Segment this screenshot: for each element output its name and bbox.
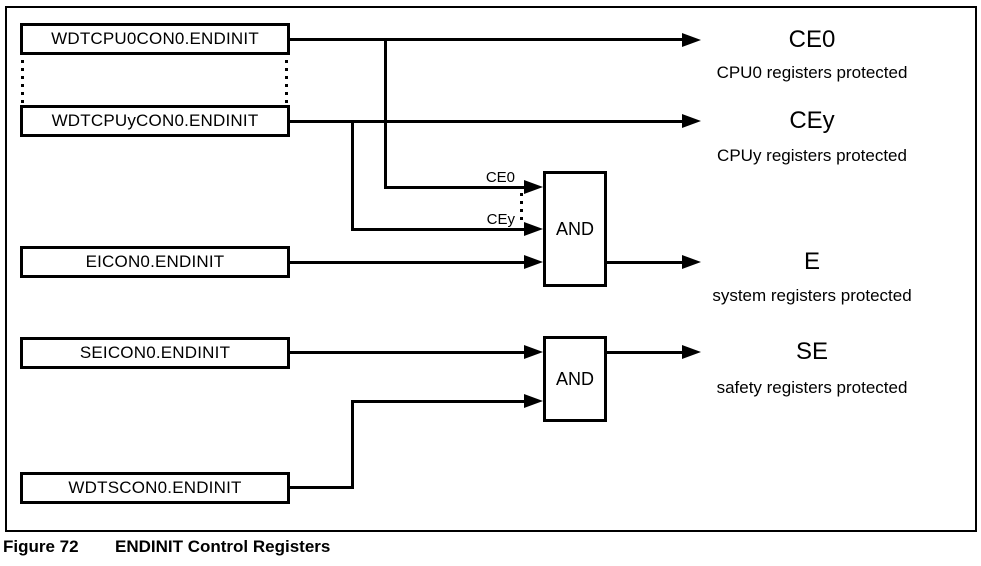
arrowhead-ce0-output-icon	[682, 33, 701, 47]
and-gate-label: AND	[555, 218, 594, 239]
arrowhead-seicon0-and2-icon	[524, 345, 543, 359]
wire-wdtscon0-horizontal	[290, 486, 354, 489]
output-signal-ce0: CE0	[788, 26, 836, 53]
arrowhead-e-output-icon	[682, 255, 701, 269]
wire-wdtscon0-vertical	[351, 400, 354, 489]
wire-label-ce0: CE0	[485, 169, 515, 186]
figure-title: ENDINIT Control Registers	[115, 537, 331, 556]
and-gate-2: AND	[543, 336, 607, 422]
figure-number: Figure 72	[3, 537, 79, 556]
wire-label-cey: CEy	[486, 211, 515, 228]
register-box-wdtcpuycon0: WDTCPUyCON0.ENDINIT	[20, 105, 290, 137]
and-gate-1: AND	[543, 171, 607, 287]
and-gate-label: AND	[555, 368, 594, 389]
wire-and2-to-se	[607, 351, 682, 354]
wire-ce0-to-and1	[384, 186, 525, 189]
wire-and1-to-e	[607, 261, 682, 264]
register-box-eicon0: EICON0.ENDINIT	[20, 246, 290, 278]
output-description-se: safety registers protected	[716, 378, 908, 397]
arrowhead-wdtscon0-and2-icon	[524, 394, 543, 408]
arrowhead-cey-and1-icon	[524, 222, 543, 236]
ellipsis-dots-left	[21, 60, 24, 104]
arrowhead-eicon0-and1-icon	[524, 255, 543, 269]
output-description-e: system registers protected	[712, 286, 912, 305]
arrowhead-ce0-and1-icon	[524, 180, 543, 194]
register-box-wdtscon0: WDTSCON0.ENDINIT	[20, 472, 290, 504]
register-box-seicon0: SEICON0.ENDINIT	[20, 337, 290, 369]
wire-cey-to-and1	[351, 228, 525, 231]
output-description-ce0: CPU0 registers protected	[716, 63, 908, 82]
ellipsis-dots-gate-inputs	[520, 193, 523, 220]
register-box-wdtcpu0con0: WDTCPU0CON0.ENDINIT	[20, 23, 290, 55]
ellipsis-dots-right	[285, 60, 288, 104]
wire-wdtcpu0-to-ce0	[290, 38, 682, 41]
arrowhead-cey-output-icon	[682, 114, 701, 128]
wire-ce0-branch-vertical	[384, 38, 387, 189]
register-label: EICON0.ENDINIT	[85, 252, 225, 271]
register-label: WDTCPU0CON0.ENDINIT	[51, 29, 259, 48]
output-signal-se: SE	[795, 338, 828, 365]
figure-caption: Figure 72 ENDINIT Control Registers	[3, 537, 330, 557]
register-label: WDTSCON0.ENDINIT	[68, 478, 242, 497]
wire-wdtcpuy-to-cey	[290, 120, 682, 123]
register-label: WDTCPUyCON0.ENDINIT	[51, 111, 259, 130]
wire-eicon0-to-and1	[290, 261, 525, 264]
output-description-cey: CPUy registers protected	[717, 146, 907, 165]
output-signal-e: E	[803, 248, 820, 275]
wire-wdtscon0-to-and2	[351, 400, 525, 403]
output-signal-cey: CEy	[789, 107, 835, 134]
register-label: SEICON0.ENDINIT	[79, 343, 231, 362]
wire-cey-branch-vertical	[351, 120, 354, 231]
arrowhead-se-output-icon	[682, 345, 701, 359]
wire-seicon0-to-and2	[290, 351, 525, 354]
